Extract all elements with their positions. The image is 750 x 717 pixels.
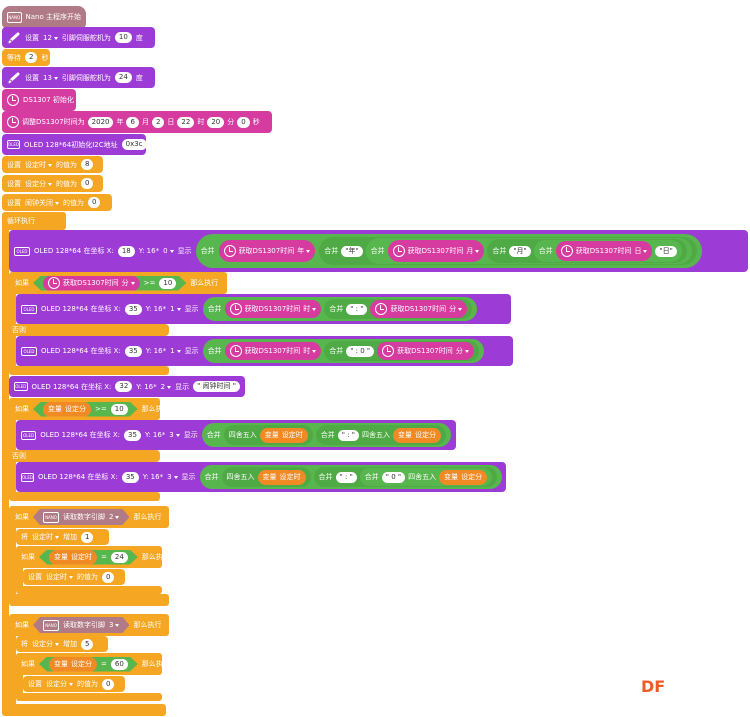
angle-input[interactable]: 10: [114, 32, 132, 43]
minute-input[interactable]: 20: [207, 116, 225, 128]
oled-screen-icon: OLED: [21, 346, 37, 356]
concat-block[interactable]: 合并 获取DS1307时间时 合并 " : " 获取DS1307时间分: [202, 297, 478, 321]
oled-screen-icon: OLED: [21, 304, 37, 314]
get-time-minute[interactable]: 获取DS1307时间分: [43, 276, 140, 291]
read-digital-pin-2[interactable]: NANO 读取数字引脚 3: [33, 617, 129, 633]
read-digital-pin-1[interactable]: NANO 读取数字引脚 2: [33, 509, 129, 525]
variable-dropdown[interactable]: 设定时: [25, 160, 52, 170]
nano-board-icon: NANO: [7, 11, 22, 23]
oled-alarm-title-block[interactable]: OLED OLED 128*64 在坐标 X: 32 Y: 16* 2 显示 "…: [9, 376, 245, 397]
servo-set-block-1[interactable]: 设置 12 引脚伺服舵机为 10 度: [2, 27, 155, 48]
clock-icon: [560, 245, 573, 257]
pin-dropdown[interactable]: 13: [43, 74, 58, 82]
increment-block-1[interactable]: 将 设定时 增加 1: [16, 529, 109, 545]
concat-block[interactable]: 合并 获取DS1307时间月 合并 "月" 合并 获取DS1307时间日 "日": [365, 238, 692, 264]
oled-screen-icon: OLED: [21, 472, 34, 482]
pin-dropdown[interactable]: 12: [43, 34, 58, 42]
set-var-block-1[interactable]: 设置 设定时 的值为 8: [2, 156, 103, 173]
wait-block[interactable]: 等待 2 秒: [2, 49, 50, 66]
clock-icon: [375, 303, 388, 315]
nano-board-icon: NANO: [43, 620, 59, 631]
concat-block[interactable]: 合并 获取DS1307时间时 合并 " : 0 " 获取DS1307时间分: [202, 339, 484, 363]
oled-date-block[interactable]: OLED OLED 128*64 在坐标 X: 18 Y: 16* 0 显示 合…: [9, 230, 748, 272]
set-var-block-2[interactable]: 设置 设定分 的值为 0: [2, 175, 103, 192]
df-watermark-logo: DF: [641, 677, 666, 696]
oled-screen-icon: OLED: [14, 246, 30, 256]
nano-board-icon: NANO: [43, 512, 59, 523]
concat-block[interactable]: 合并 获取DS1307时间年 合并 "年" 合并 获取DS1307时间月 合并 …: [195, 234, 702, 268]
clock-icon: [7, 116, 19, 128]
variable-dropdown[interactable]: 闹钟关闭: [25, 198, 59, 208]
ds1307-adjust-block[interactable]: 调整DS1307时间为 2020 年 6 月 2 日 22 时 20 分 0 秒: [2, 111, 272, 133]
clock-icon: [7, 94, 19, 106]
servo-set-block-2[interactable]: 设置 13 引脚伺服舵机为 24 度: [2, 67, 155, 88]
oled-alarm-block-a[interactable]: OLED OLED 128*64 在坐标 X: 35 Y: 16* 3 显示 合…: [16, 420, 456, 450]
clock-icon: [223, 245, 236, 257]
oled-time-block-a[interactable]: OLED OLED 128*64 在坐标 X: 35 Y: 16* 1 显示 合…: [16, 294, 511, 324]
get-time-year[interactable]: 获取DS1307时间年: [218, 240, 316, 262]
day-input[interactable]: 2: [151, 116, 165, 128]
oled-init-block[interactable]: OLED OLED 128*64初始化I2C地址 0x3c: [2, 134, 146, 155]
variable-dropdown[interactable]: 设定分: [25, 179, 52, 189]
oled-screen-icon: OLED: [7, 140, 20, 149]
second-input[interactable]: 0: [237, 116, 250, 128]
oled-screen-icon: OLED: [14, 382, 28, 391]
loop-block[interactable]: [2, 212, 66, 230]
clock-icon: [392, 245, 405, 257]
program-start-hat[interactable]: NANO Nano 主程序开始: [2, 6, 86, 28]
set-var-block-3[interactable]: 设置 闹钟关闭 的值为 0: [2, 194, 112, 211]
concat-block[interactable]: 合并 四舍五入变量设定时 合并 " : " 四舍五入 变量设定分: [201, 423, 451, 447]
servo-icon: [7, 31, 21, 45]
else-label: 否则: [9, 324, 169, 336]
x-input[interactable]: 18: [117, 245, 135, 257]
i2c-address-input[interactable]: 0x3c: [121, 139, 146, 150]
hour-input[interactable]: 22: [177, 116, 195, 128]
concat-block[interactable]: 合并 获取DS1307时间日 "日": [533, 240, 682, 262]
clock-icon: [229, 345, 242, 357]
compare-condition[interactable]: 获取DS1307时间分 >= 10: [33, 276, 186, 291]
oled-alarm-block-b[interactable]: OLED OLED 128*64 在坐标 X: 35 Y: 16* 3 显示 合…: [16, 462, 506, 492]
value-input[interactable]: 8: [81, 159, 94, 170]
value-input[interactable]: 0: [81, 178, 94, 189]
angle-input[interactable]: 24: [114, 72, 132, 83]
oled-screen-icon: OLED: [21, 430, 37, 440]
increment-block-2[interactable]: 将 设定分 增加 5: [16, 636, 108, 652]
get-time-month[interactable]: 获取DS1307时间月: [387, 240, 485, 262]
row-dropdown[interactable]: 0: [163, 247, 173, 255]
clock-icon: [48, 277, 60, 289]
concat-block[interactable]: 合并 "年" 合并 获取DS1307时间月 合并 "月" 合并 获取DS1307…: [319, 237, 697, 265]
year-input[interactable]: 2020: [87, 116, 114, 128]
month-input[interactable]: 6: [126, 116, 139, 128]
servo-icon: [7, 71, 21, 85]
value-input[interactable]: 0: [88, 197, 101, 208]
concat-block[interactable]: 合并 "月" 合并 获取DS1307时间日 "日": [487, 239, 687, 263]
concat-block[interactable]: 合并 四舍五入变量设定时 合并 " : " 合并 " 0 " 四舍五入 变量设定…: [199, 465, 503, 489]
get-time-day[interactable]: 获取DS1307时间日: [555, 241, 653, 261]
oled-time-block-b[interactable]: OLED OLED 128*64 在坐标 X: 35 Y: 16* 1 显示 合…: [16, 336, 513, 366]
loop-left-bar: [2, 228, 9, 714]
ds1307-init-block[interactable]: DS1307 初始化: [2, 89, 76, 111]
wait-seconds-input[interactable]: 2: [25, 52, 38, 63]
clock-icon: [229, 303, 242, 315]
compare-condition[interactable]: 变量设定分 >= 10: [33, 402, 138, 417]
variable-reporter[interactable]: 变量设定分: [43, 402, 91, 417]
reset-minute-block[interactable]: 设置 设定分 的值为 0: [23, 676, 125, 692]
clock-icon: [382, 345, 395, 357]
loop-bottom: [2, 704, 166, 716]
reset-hour-block[interactable]: 设置 设定时 的值为 0: [23, 569, 125, 585]
